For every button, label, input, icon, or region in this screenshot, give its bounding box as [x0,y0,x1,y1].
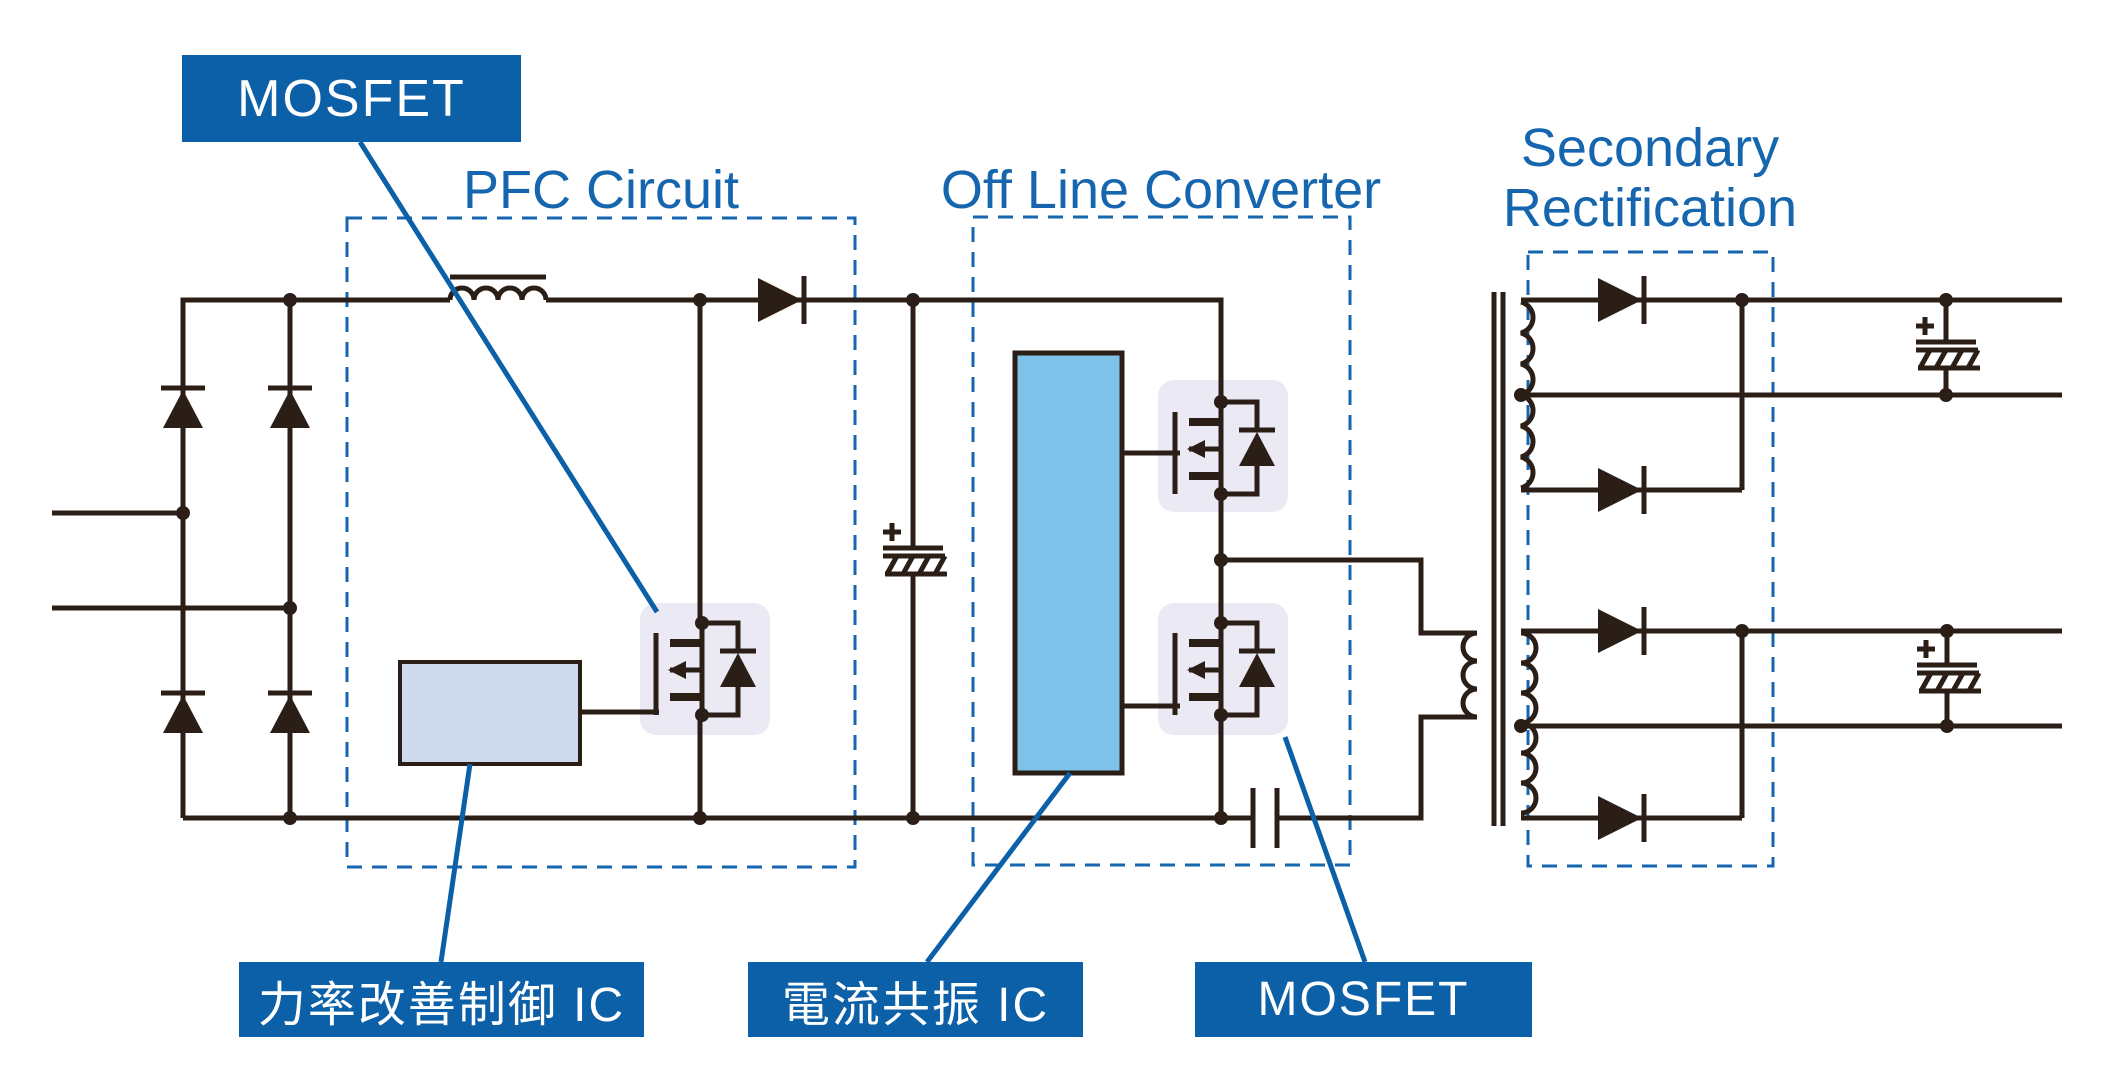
bridge-diode-icon [268,388,312,428]
callout-resonance-ic: 電流共振 IC [748,962,1083,1037]
transformer [1460,292,1539,826]
callout-pfc-ic: 力率改善制御 IC [239,962,644,1037]
callout-mosfet-bottom: MOSFET [1195,962,1532,1037]
pfc-section-title: PFC Circuit [463,160,739,220]
components [161,276,1981,848]
leader-pfc-ic [438,763,473,963]
bridge-diode-icon [161,388,205,428]
secondary-section-box [1526,250,1775,868]
pfc-section-box [345,216,857,869]
pfc-control-ic-block [398,660,582,766]
offline-section-box [971,215,1352,867]
leader-mosfet-bottom [1282,736,1368,963]
callout-pfc-ic-label: 力率改善制御 IC [257,978,626,1032]
leader-lines [357,140,1368,964]
secondary-diode-icon [1598,794,1644,842]
pfc-section-label: PFC Circuit [462,160,740,220]
bridge-diode-icon [268,693,312,733]
secondary-diode-icon [1598,607,1644,655]
bridge-diode-icon [161,693,205,733]
primary-feed-wire [1221,557,1477,636]
section-boxes [345,215,1775,869]
boost-diode-icon [758,276,804,324]
resonant-capacitor-icon [1250,788,1280,848]
pfc-inductor-coil [447,285,549,301]
resonance-ic-block [1012,350,1125,776]
junction-dots [176,293,1954,825]
offline-section-title: Off Line Converter [941,160,1381,220]
transformer-primary-winding [1460,630,1478,720]
callout-mosfet-bottom-label: MOSFET [1257,973,1470,1026]
leader-resonance-ic [925,771,1072,964]
callout-resonance-ic-label: 電流共振 IC [781,978,1050,1032]
leader-mosfet-top [357,140,660,614]
offline-section-label: Off Line Converter [940,160,1382,220]
callout-mosfet-top: MOSFET [182,55,521,142]
secondary-section-label-line2: Rectification [1502,178,1798,238]
callout-mosfet-top-label: MOSFET [237,69,466,128]
secondary-section-title: Secondary Rectification [1503,118,1797,238]
secondary-diode-icon [1598,466,1644,514]
secondary-section-label-line1: Secondary [1520,118,1780,178]
secondary-diode-icon [1598,276,1644,324]
